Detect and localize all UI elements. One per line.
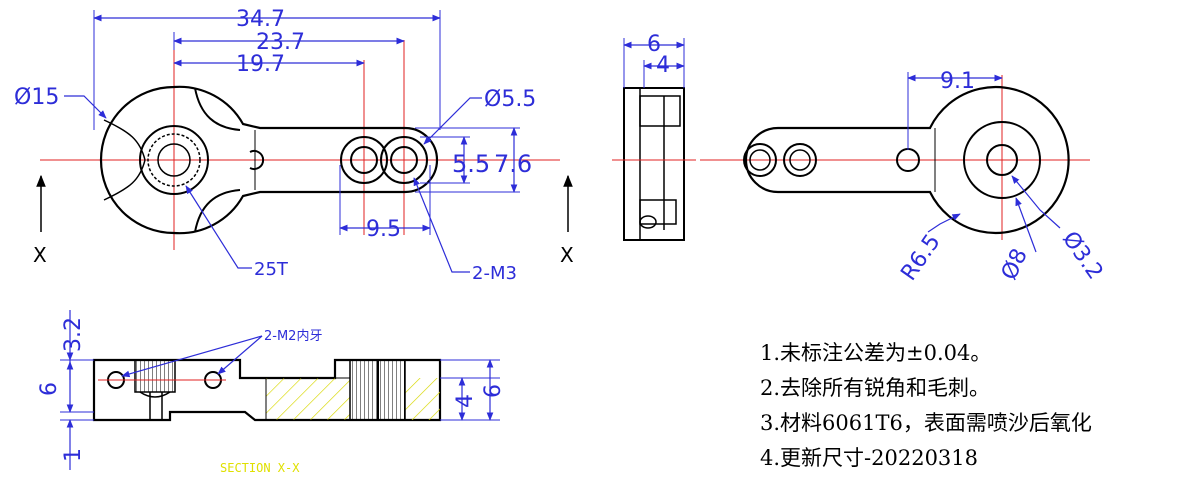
hole-2-inner: [390, 146, 418, 174]
side-body: [623, 87, 685, 241]
dim-section-right-inner: 4: [453, 394, 478, 408]
section-view: 2-M2内牙 3.2 6 1 4 6 SECTION X-X: [37, 310, 506, 475]
hole-1-outer: [340, 136, 388, 184]
hole-1-inner: [350, 146, 378, 174]
dim-section-bottom-height: 1: [61, 448, 86, 462]
bottom-view: 9.1 R6.5 Ø3.2 Ø8: [700, 69, 1108, 285]
boss-outer: [963, 121, 1041, 199]
dim-hole-height-b: 7.6: [494, 150, 532, 178]
arm-outline: [99, 85, 439, 235]
dim-center-to-near-hole: 19.7: [236, 52, 285, 77]
note-1: 1.未标注公差为±0.04。: [760, 341, 992, 365]
dim-side-width-outer: 6: [647, 32, 661, 57]
dim-section-left-height: 6: [37, 382, 62, 396]
note-2: 2.去除所有锐角和毛刺。: [760, 376, 991, 400]
spline-inner: [147, 133, 201, 187]
hub-notch-top: [194, 87, 241, 131]
dim-hole-diameter: Ø5.5: [484, 87, 536, 112]
section-title: SECTION X-X: [220, 461, 300, 475]
dim-spline: 25T: [254, 259, 289, 280]
dim-bottom-radius: R6.5: [896, 230, 945, 286]
note-3: 3.材料6061T6，表面需喷沙后氧化: [760, 411, 1092, 435]
dim-outer-diameter: Ø15: [14, 85, 59, 110]
dim-section-top-height: 3.2: [61, 317, 86, 352]
section-marker-right: X: [560, 243, 574, 267]
hub-notch-bottom: [194, 189, 241, 233]
dim-threads: 2-M3: [472, 263, 517, 284]
spline-outer: [139, 125, 209, 195]
top-view: 34.7 23.7 19.7 Ø15 Ø5.5 5.5 7.6 9.5 25T: [14, 7, 574, 284]
boss-inner: [986, 144, 1018, 176]
dim-overall-length: 34.7: [236, 7, 285, 32]
dim-bottom-offset: 9.1: [940, 69, 975, 94]
section-spline: [134, 359, 176, 393]
dim-hole-spacing: 9.5: [366, 217, 401, 242]
section-hatch: [265, 377, 351, 421]
dim-side-width-inner: 4: [656, 53, 670, 78]
dim-section-right-outer: 6: [481, 384, 506, 398]
dim-bottom-boss-diameter: Ø8: [997, 245, 1033, 284]
side-view: 6 4: [612, 32, 696, 241]
note-4: 4.更新尺寸-20220318: [760, 446, 979, 470]
dim-hole-height-a: 5.5: [452, 150, 490, 178]
notes-list: 1.未标注公差为±0.04。 2.去除所有锐角和毛刺。 3.材料6061T6，表…: [760, 336, 1092, 476]
dim-bottom-inner-diameter: Ø3.2: [1057, 227, 1107, 284]
slot: [249, 150, 265, 170]
dim-section-threads: 2-M2内牙: [264, 328, 322, 344]
dim-center-to-far-hole: 23.7: [256, 30, 305, 55]
hole-2-outer: [380, 136, 428, 184]
section-marker-left: X: [33, 243, 47, 267]
